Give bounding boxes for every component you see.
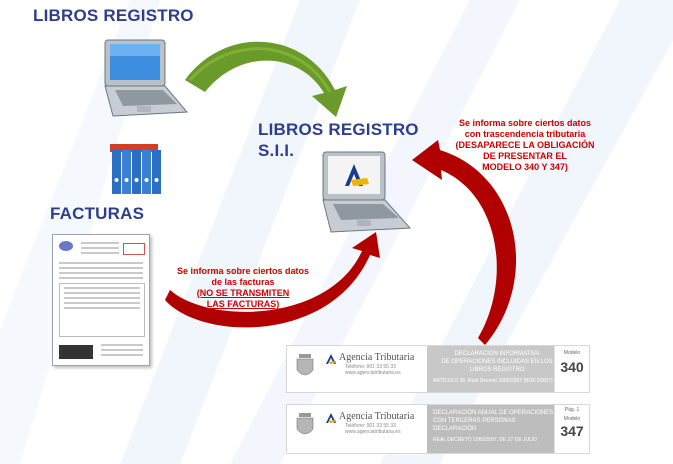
agency-name: Agencia Tributaria xyxy=(339,411,415,422)
note-right-line2: con trascendencia tributaria xyxy=(464,129,586,139)
form-title-line3: DECLARACIÓN xyxy=(433,426,477,432)
note-left-line3: (NO SE TRANSMITEN xyxy=(196,288,290,298)
page-label: Pág. 1 xyxy=(564,407,580,413)
title-libros-registro-sii: LIBROS REGISTRO S.I.I. xyxy=(258,119,419,161)
note-right-line3: (DESAPARECE LA OBLIGACIÓN xyxy=(455,140,595,150)
agency-logo-icon xyxy=(326,413,336,423)
title-facturas: FACTURAS xyxy=(50,204,145,223)
title-sii-line2: S.I.I. xyxy=(258,141,295,160)
form-title-line3: LIBROS REGISTRO xyxy=(469,367,525,373)
invoice-document xyxy=(52,234,150,366)
sii-laptop-icon xyxy=(322,151,412,233)
agency-phone: Teléfono: 901 33 55 33 xyxy=(345,364,396,370)
coat-of-arms-icon xyxy=(296,354,314,376)
agency-phone: Teléfono: 901 33 55 33 xyxy=(345,423,396,429)
form-decree: REAL DECRETO 1065/2007, DE 27 DE JULIO xyxy=(433,437,538,443)
form-title-line2: CON TERCERAS PERSONAS xyxy=(433,418,516,424)
form-decree: ARTÍCULO 36, Real Decreto 1065/2007 (BOE… xyxy=(433,378,553,384)
note-right-line4: DE PRESENTAR EL xyxy=(483,151,567,161)
invoice-logo-icon xyxy=(59,241,73,251)
form-title-line1: DECLARACIÓN ANUAL DE OPERACIONES xyxy=(433,410,554,416)
note-right-line5: MODELO 340 Y 347) xyxy=(482,162,568,172)
invoice-stamp-icon xyxy=(123,243,145,255)
form-title-line1: DECLARACIÓN INFORMATIVA xyxy=(454,351,540,357)
note-right-line1: Se informa sobre ciertos datos xyxy=(458,118,592,128)
agency-name: Agencia Tributaria xyxy=(339,352,415,363)
model-number: 340 xyxy=(560,359,584,375)
model-label: Modelo xyxy=(563,350,581,356)
note-left-line1: Se informa sobre ciertos datos xyxy=(176,266,310,276)
note-left-line4: LAS FACTURAS) xyxy=(206,299,280,309)
model-number: 347 xyxy=(560,423,584,439)
binders-icon xyxy=(110,144,161,194)
coat-of-arms-icon xyxy=(296,413,314,435)
form-title-line2: DE OPERACIONES INCLUIDAS EN LOS xyxy=(441,359,553,365)
title-sii-line1: LIBROS REGISTRO xyxy=(258,120,419,139)
note-facturas-info: Se informa sobre ciertos datos de las fa… xyxy=(168,266,318,310)
agency-logo-icon xyxy=(326,354,336,364)
invoice-barcode-icon xyxy=(59,345,93,359)
note-left-line2: de las facturas xyxy=(211,277,275,287)
agency-web: www.agenciatributaria.es xyxy=(345,429,401,435)
model-label: Modelo xyxy=(563,416,581,422)
note-sii-info: Se informa sobre ciertos datos con trasc… xyxy=(430,118,620,173)
title-libros-registro: LIBROS REGISTRO xyxy=(33,6,194,25)
green-arrow xyxy=(185,41,347,118)
form-modelo-347: Agencia Tributaria Teléfono: 901 33 55 3… xyxy=(286,404,590,454)
laptop-icon xyxy=(104,39,189,117)
form-modelo-340: Agencia Tributaria Teléfono: 901 33 55 3… xyxy=(286,345,590,393)
red-arrow-forms xyxy=(412,140,517,345)
red-arrow-facturas xyxy=(165,232,380,328)
agency-web: www.agenciatributaria.es xyxy=(345,370,401,376)
